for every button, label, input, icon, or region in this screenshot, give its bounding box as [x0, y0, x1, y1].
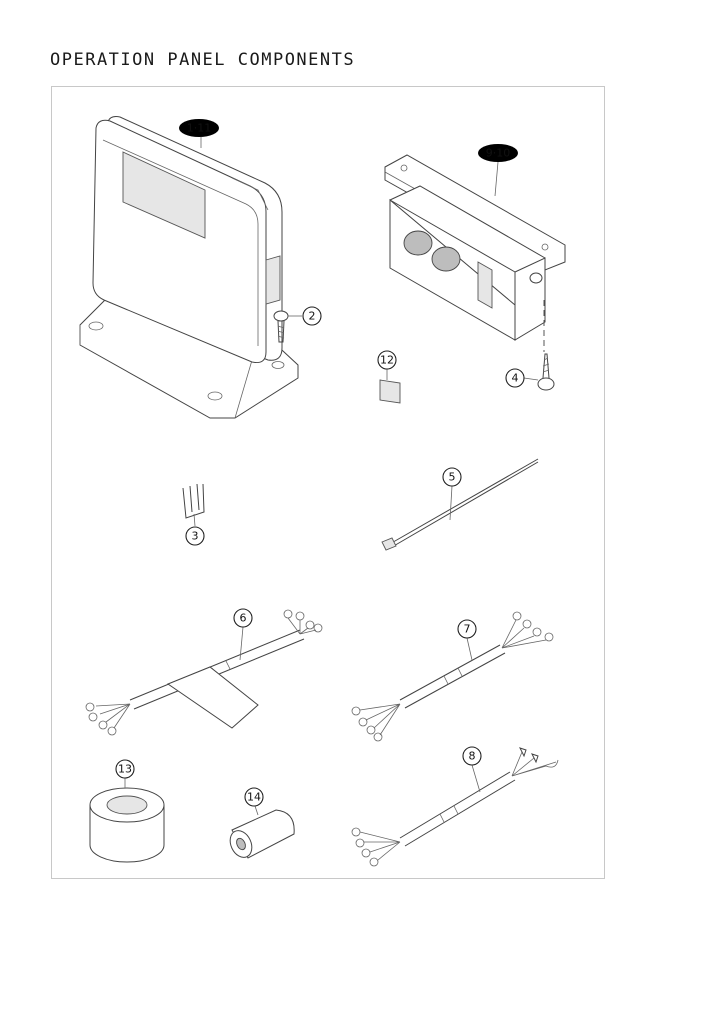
callout-1-11: 1·11	[179, 119, 219, 137]
callout-12: 12	[377, 350, 397, 370]
pad-part-12	[379, 379, 401, 404]
callout-14: 14	[244, 787, 264, 807]
callout-13: 13	[115, 759, 135, 779]
staple-pin-part-3	[182, 483, 205, 519]
callout-label: 8	[469, 750, 476, 763]
callout-label: 2	[309, 310, 316, 323]
cable-part-7	[351, 611, 554, 742]
diagram-frame	[51, 86, 605, 879]
callout-7: 7	[457, 619, 477, 639]
screw-part-4	[537, 353, 555, 391]
callout-9-10: 9·10	[478, 144, 518, 162]
callout-5: 5	[442, 467, 462, 487]
callout-label: 9·10	[486, 147, 511, 160]
callout-label: 4	[512, 372, 519, 385]
callout-label: 7	[464, 623, 471, 636]
callout-3: 3	[185, 526, 205, 546]
leader-lines	[124, 137, 539, 816]
screw-part-2	[273, 310, 289, 343]
callout-label: 13	[118, 763, 132, 776]
callout-label: 6	[240, 612, 247, 625]
callout-label: 5	[449, 471, 456, 484]
callout-label: 1·11	[187, 122, 212, 135]
cable-tie-part-5	[381, 458, 539, 551]
cable-part-6	[85, 609, 323, 736]
callout-2: 2	[302, 306, 322, 326]
cylinder-part-14	[229, 809, 295, 859]
sensor-box-unit	[384, 154, 566, 352]
callout-label: 3	[192, 530, 199, 543]
callout-6: 6	[233, 608, 253, 628]
callout-8: 8	[462, 746, 482, 766]
callout-4: 4	[505, 368, 525, 388]
callout-label: 14	[247, 791, 261, 804]
ferrite-ring-part-13	[89, 787, 165, 863]
operation-panel-unit	[79, 116, 299, 419]
callout-label: 12	[380, 354, 394, 367]
cable-part-8	[351, 747, 559, 867]
page-title: OPERATION PANEL COMPONENTS	[50, 50, 356, 70]
